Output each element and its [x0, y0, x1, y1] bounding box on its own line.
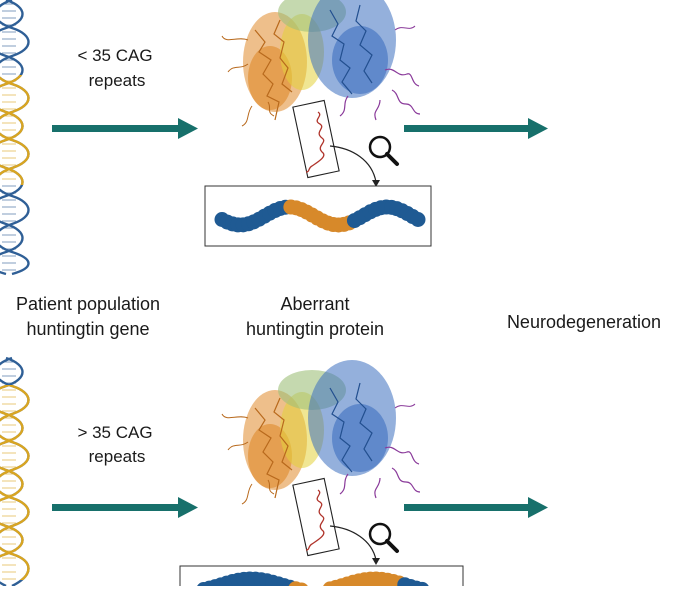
top-repeat-label-2: repeats: [89, 71, 146, 90]
bottom-protein-structure: [221, 359, 421, 557]
top-dna-gold-segment: [0, 75, 24, 185]
gene-label-2: huntingtin gene: [26, 319, 149, 339]
chain-bead: [410, 212, 426, 228]
bottom-dna-gold-segment: [0, 385, 30, 580]
top-polyq-chain: [214, 199, 426, 233]
top-repeat-label-1: < 35 CAG: [77, 46, 152, 65]
protein-label-1: Aberrant: [280, 294, 349, 314]
top-arrow-right: [404, 118, 548, 139]
bottom-zoom-arrow: [329, 525, 377, 561]
bottom-zoom-arrowhead: [372, 558, 380, 565]
bottom-arrow-right: [404, 497, 548, 518]
top-zoom-arrowhead: [372, 180, 380, 187]
bottom-dna-gold-segment: [0, 385, 24, 558]
bottom-dna-helix: [0, 356, 30, 588]
top-dna-helix: [0, 0, 30, 276]
top-zoom-arrow: [329, 145, 377, 183]
bottom-repeat-label-1: > 35 CAG: [77, 423, 152, 442]
top-arrow-left: [52, 118, 198, 139]
gene-label-1: Patient population: [16, 294, 160, 314]
bottom-arrow-left: [52, 497, 198, 518]
protein-label-2: huntingtin protein: [246, 319, 384, 339]
bottom-repeat-label-2: repeats: [89, 447, 146, 466]
bottom-magnifier-icon: [368, 522, 399, 553]
outcome-label: Neurodegeneration: [507, 312, 661, 332]
top-magnifier-icon: [368, 135, 399, 166]
top-dna-gold-segment: [0, 76, 30, 176]
